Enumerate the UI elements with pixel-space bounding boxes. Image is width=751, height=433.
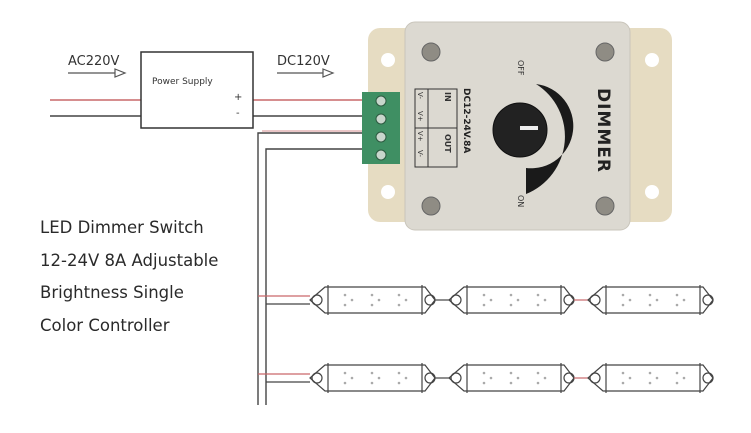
led-strip-segment — [309, 285, 449, 315]
terminal-label: V- — [416, 92, 424, 99]
led-dot — [370, 371, 374, 375]
led-strips — [258, 285, 714, 393]
led-dot — [509, 381, 513, 385]
led-dot — [648, 381, 652, 385]
led-dot — [536, 381, 540, 385]
terminal-label: V- — [416, 150, 424, 157]
led-strip-segment — [309, 363, 449, 393]
out-label: OUT — [443, 134, 452, 153]
led-dot — [621, 293, 625, 297]
led-dot — [397, 381, 401, 385]
led-dot — [516, 376, 520, 380]
off-label: OFF — [516, 60, 525, 76]
led-dot — [397, 303, 401, 307]
led-dot — [370, 293, 374, 297]
brightness-arc — [526, 84, 574, 194]
plus-label: + — [234, 92, 243, 103]
dimmer-rating: DC12-24V.8A — [461, 88, 471, 154]
led-dot — [350, 298, 354, 302]
power-supply-title: Power Supply — [152, 77, 213, 87]
led-dot — [628, 376, 632, 380]
led-dot — [655, 376, 659, 380]
output-voltage-label: DC120V — [277, 54, 330, 69]
description-line: Color Controller — [40, 315, 170, 335]
led-dot — [675, 371, 679, 375]
led-dot — [648, 293, 652, 297]
led-dot — [543, 298, 547, 302]
on-label: ON — [516, 195, 525, 208]
input-voltage-label: AC220V — [68, 54, 120, 69]
input-wires — [50, 99, 365, 117]
led-dot — [536, 293, 540, 297]
led-dot — [482, 303, 486, 307]
led-dot — [621, 371, 625, 375]
led-dot — [648, 303, 652, 307]
led-dot — [489, 376, 493, 380]
led-strip-segment — [448, 363, 588, 393]
led-dot — [655, 298, 659, 302]
led-dot — [509, 371, 513, 375]
dimmer-unit — [362, 21, 672, 231]
minus-label: - — [236, 108, 240, 119]
led-strip-segment — [448, 285, 588, 315]
led-dot — [489, 298, 493, 302]
led-dot — [397, 371, 401, 375]
description-line: 12-24V 8A Adjustable — [40, 250, 219, 270]
led-dot — [682, 376, 686, 380]
led-dot — [370, 381, 374, 385]
led-dot — [343, 303, 347, 307]
led-dot — [675, 381, 679, 385]
led-dot — [343, 381, 347, 385]
led-dot — [397, 293, 401, 297]
led-dot — [370, 303, 374, 307]
led-dot — [543, 376, 547, 380]
power-supply-box — [140, 51, 254, 129]
led-dot — [343, 293, 347, 297]
led-dot — [536, 303, 540, 307]
led-dot — [482, 381, 486, 385]
led-dot — [404, 376, 408, 380]
led-dot — [482, 371, 486, 375]
led-dot — [621, 303, 625, 307]
led-strip-segment — [587, 285, 714, 315]
led-dot — [509, 303, 513, 307]
led-strip-segment — [587, 363, 714, 393]
dimmer-brand: DIMMER — [593, 88, 613, 173]
output-wires — [257, 130, 365, 405]
product-description: LED Dimmer Switch 12-24V 8A Adjustable B… — [40, 212, 218, 342]
led-dot — [377, 298, 381, 302]
input-arrow — [68, 68, 335, 78]
led-dot — [621, 381, 625, 385]
led-dot — [350, 376, 354, 380]
led-dot — [377, 376, 381, 380]
description-line: Brightness Single — [40, 283, 184, 302]
led-dot — [509, 293, 513, 297]
led-dot — [516, 298, 520, 302]
in-label: IN — [443, 92, 452, 102]
led-dot — [682, 298, 686, 302]
led-dot — [343, 371, 347, 375]
description-line: LED Dimmer Switch — [40, 218, 204, 237]
led-dot — [675, 293, 679, 297]
led-dot — [482, 293, 486, 297]
led-dot — [536, 371, 540, 375]
terminal-label: V+ — [416, 131, 424, 142]
led-dot — [675, 303, 679, 307]
terminal-label: V+ — [416, 111, 424, 122]
led-dot — [404, 298, 408, 302]
led-dot — [628, 298, 632, 302]
led-dot — [648, 371, 652, 375]
